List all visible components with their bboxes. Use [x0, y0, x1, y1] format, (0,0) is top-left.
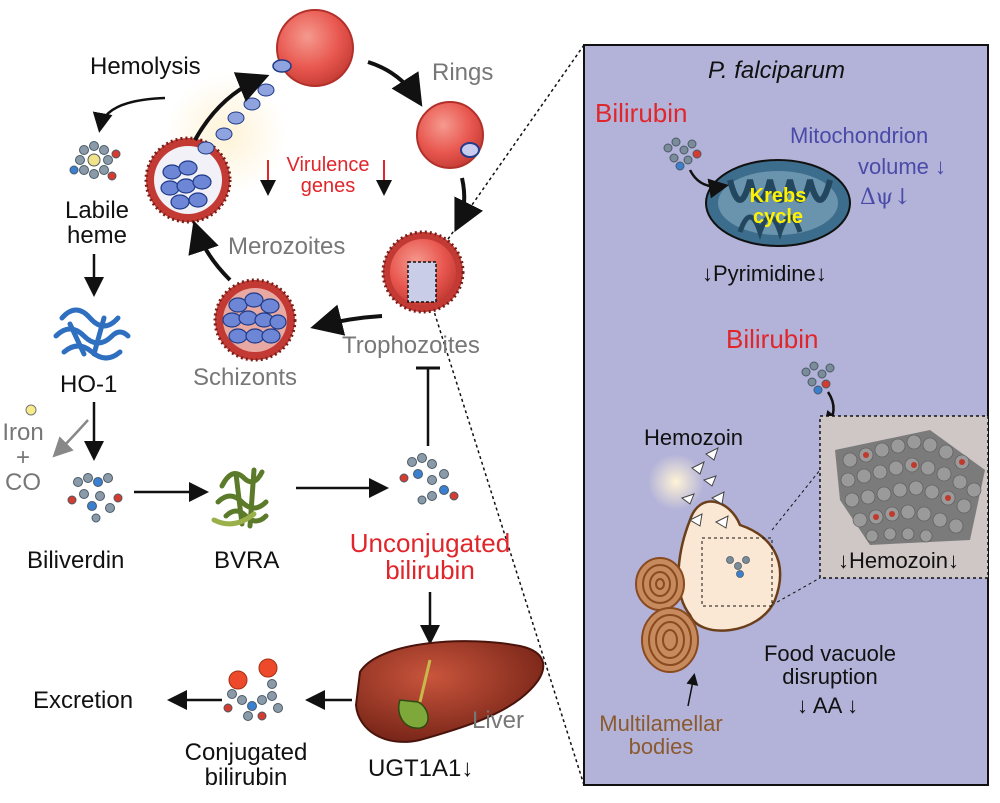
- pyrimidine-label: ↓Pyrimidine↓: [702, 261, 827, 286]
- bvra-label: BVRA: [214, 547, 280, 574]
- liver-label: Liver: [472, 707, 525, 734]
- labile-heme-label: Labile heme: [42, 197, 152, 250]
- labile-heme-molecule: [69, 141, 121, 181]
- conj-line1: Conjugated: [184, 739, 308, 766]
- krebs-line1: Krebs: [749, 185, 807, 207]
- hemozoin-label: Hemozoin: [644, 425, 744, 450]
- ugt1a1-label: UGT1A1↓: [368, 755, 474, 782]
- virulence-line1: Virulence: [286, 154, 370, 176]
- rbc-rings: [416, 101, 484, 169]
- mito-volume-label: volume ↓: [858, 154, 947, 179]
- hemozoin-crystal-lattice: [835, 430, 985, 545]
- food-vacuole-label: Food vacuole disruption: [745, 642, 915, 688]
- ho1-protein: [53, 307, 131, 361]
- plus-text: +: [15, 444, 30, 472]
- multi-line1: Multilamellar: [599, 711, 723, 736]
- bvra-protein: [211, 467, 269, 529]
- conjugated-bilirubin-label: Conjugated bilirubin: [176, 739, 316, 792]
- bilirubin-mid-label: Bilirubin: [726, 324, 819, 354]
- trophozoites-label: Trophozoites: [342, 332, 480, 359]
- hemozoin-decrease-label: ↓Hemozoin↓: [838, 548, 960, 573]
- conj-line2: bilirubin: [204, 764, 288, 792]
- food-line2: disruption: [782, 664, 878, 690]
- mito-potential-label: Δψ↓: [860, 185, 912, 210]
- unconjugated-bilirubin-label: Unconjugated bilirubin: [335, 528, 525, 586]
- bilirubin-top-label: Bilirubin: [595, 98, 688, 128]
- food-line1: Food vacuole: [763, 641, 897, 666]
- mitochondrion-illustration: [705, 159, 851, 247]
- iron-text: Iron: [2, 419, 44, 446]
- krebs-cycle-label: Krebs cycle: [738, 186, 818, 228]
- bilirubin-molecule-icon: [663, 137, 702, 171]
- zoom-line-top: [431, 44, 585, 263]
- conjugated-bilirubin-molecule: [223, 658, 283, 721]
- aa-label: ↓ AA ↓: [797, 693, 859, 718]
- unconjugated-bilirubin-molecule: [399, 453, 459, 505]
- biliverdin-molecule: [67, 473, 123, 523]
- unconj-line2: bilirubin: [385, 555, 475, 586]
- rbc-schizont: [213, 278, 297, 362]
- co-text: CO: [5, 469, 41, 497]
- multilamellar-label: Multilamellar bodies: [596, 712, 726, 758]
- iron-co-label: Iron + CO: [0, 420, 46, 496]
- panel-title: P. falciparum: [708, 57, 845, 84]
- merozoites-label: Merozoites: [228, 233, 346, 260]
- unconj-line1: Unconjugated: [349, 528, 511, 558]
- liver-illustration: [354, 640, 545, 743]
- rings-label: Rings: [432, 59, 494, 86]
- biliverdin-label: Biliverdin: [27, 547, 125, 574]
- krebs-line2: cycle: [752, 206, 804, 228]
- iron-atom-icon: [25, 404, 37, 416]
- virulence-line2: genes: [300, 175, 356, 197]
- rbc-bursting: [144, 59, 292, 224]
- labile-line2: heme: [66, 222, 128, 250]
- mitochondrion-label: Mitochondrion: [790, 123, 929, 148]
- excretion-label: Excretion: [33, 687, 134, 714]
- ho1-label: HO-1: [60, 371, 118, 398]
- hemolysis-label: Hemolysis: [90, 53, 201, 80]
- schizonts-label: Schizonts: [193, 364, 298, 391]
- multi-line2: bodies: [628, 734, 694, 760]
- bilirubin-molecule-icon-2: [801, 361, 835, 395]
- multilamellar-bodies: [635, 557, 699, 673]
- rbc-trophozoite: [381, 230, 465, 314]
- virulence-genes-label: Virulence genes: [283, 155, 373, 197]
- rbc-top: [276, 9, 354, 87]
- labile-line1: Labile: [64, 197, 130, 224]
